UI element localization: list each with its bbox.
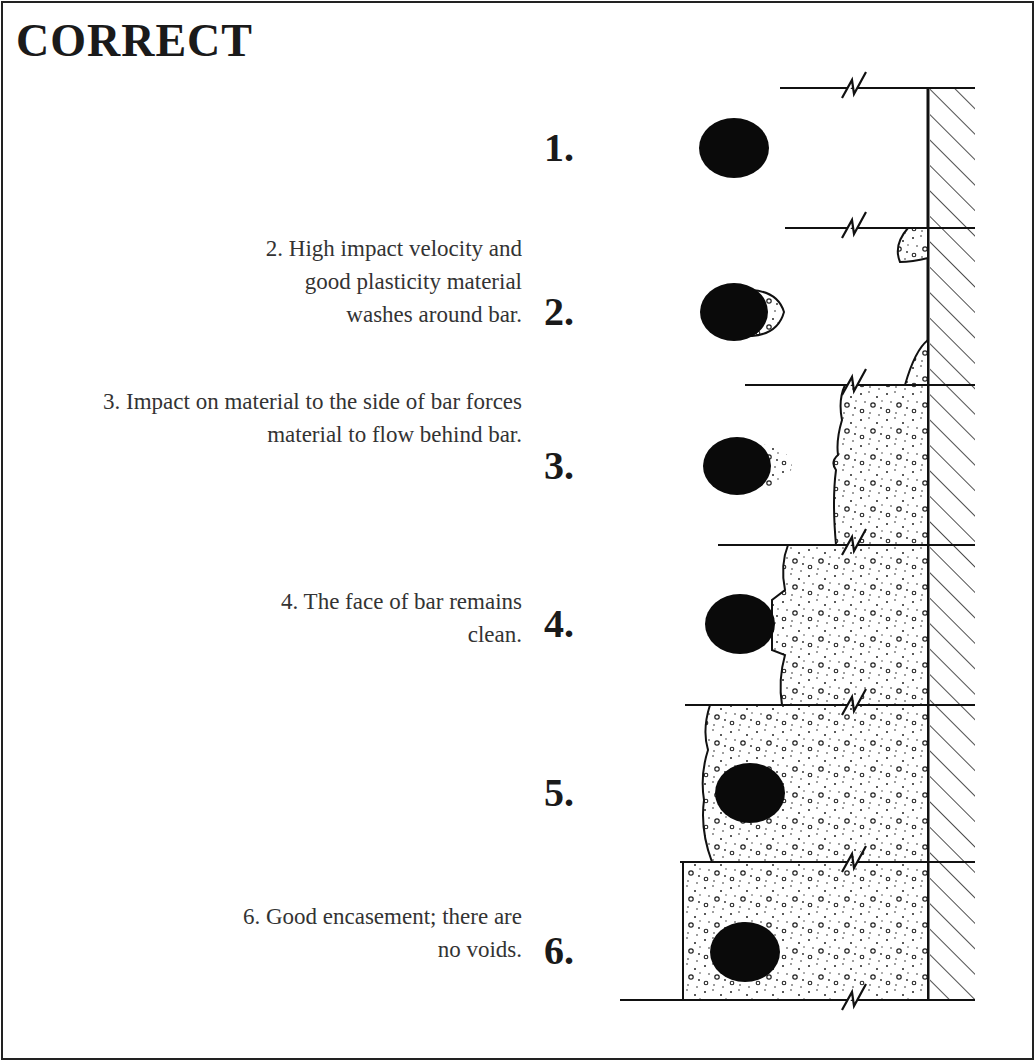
rebars xyxy=(699,118,785,982)
callout-number: 3. xyxy=(544,446,574,486)
step-note: 3. Impact on material to the side of bar… xyxy=(100,385,522,451)
diagram-title: CORRECT xyxy=(16,18,253,64)
step-note: 2. High impact velocity and good plastic… xyxy=(240,232,522,331)
break-symbols xyxy=(842,72,866,1010)
callout-number: 1. xyxy=(544,128,574,168)
shotcrete-layer xyxy=(772,545,928,705)
section-lines xyxy=(620,88,975,1000)
step-note: 4. The face of bar remains clean. xyxy=(240,585,522,651)
deposit xyxy=(905,340,928,385)
callout-number: 2. xyxy=(544,292,574,332)
shotcrete-layer xyxy=(833,385,928,545)
deposit xyxy=(898,228,928,262)
callout-number: 6. xyxy=(544,931,574,971)
step-note: 6. Good encasement; there are no voids. xyxy=(240,900,522,966)
shotcrete-layer xyxy=(703,705,928,862)
shotcrete-layer xyxy=(683,862,928,1000)
callout-number: 4. xyxy=(544,604,574,644)
callout-number: 5. xyxy=(544,773,574,813)
